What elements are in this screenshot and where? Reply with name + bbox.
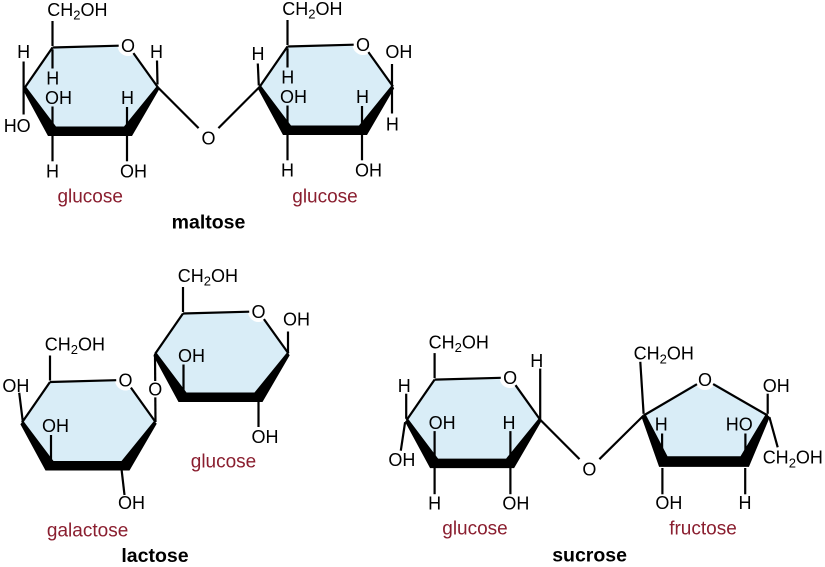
svg-text:CH2OH: CH2OH <box>634 344 694 367</box>
svg-text:O: O <box>582 460 596 480</box>
svg-text:OH: OH <box>388 450 415 470</box>
svg-text:CH2OH: CH2OH <box>178 266 238 289</box>
svg-text:H: H <box>398 376 411 396</box>
svg-text:HO: HO <box>4 116 31 136</box>
svg-text:H: H <box>739 493 752 513</box>
svg-text:OH: OH <box>178 346 205 366</box>
svg-text:OH: OH <box>502 493 529 513</box>
svg-text:CH2OH: CH2OH <box>763 448 823 471</box>
svg-text:OH: OH <box>283 309 310 329</box>
svg-text:OH: OH <box>42 416 69 436</box>
svg-text:H: H <box>46 162 59 182</box>
svg-text:O: O <box>121 36 135 56</box>
svg-text:maltose: maltose <box>172 212 246 234</box>
svg-text:OH: OH <box>2 376 29 396</box>
svg-text:H: H <box>17 42 30 62</box>
svg-text:H: H <box>428 493 441 513</box>
svg-text:CH2OH: CH2OH <box>45 334 105 357</box>
svg-text:glucose: glucose <box>442 519 508 540</box>
svg-text:H: H <box>503 413 516 433</box>
svg-text:OH: OH <box>385 42 412 62</box>
svg-text:H: H <box>530 351 543 371</box>
svg-text:H: H <box>252 44 265 64</box>
svg-text:H: H <box>121 88 134 108</box>
svg-text:HO: HO <box>726 415 753 435</box>
svg-text:galactose: galactose <box>47 521 128 542</box>
svg-text:fructose: fructose <box>669 519 737 540</box>
svg-text:CH2OH: CH2OH <box>47 0 107 23</box>
svg-text:CH2OH: CH2OH <box>282 0 342 22</box>
svg-text:glucose: glucose <box>57 186 123 207</box>
svg-text:OH: OH <box>120 162 147 182</box>
svg-text:OH: OH <box>655 493 682 513</box>
svg-text:CH2OH: CH2OH <box>429 332 489 355</box>
svg-text:O: O <box>118 371 132 391</box>
svg-text:OH: OH <box>429 413 456 433</box>
svg-text:OH: OH <box>45 88 72 108</box>
svg-text:H: H <box>655 415 668 435</box>
svg-text:H: H <box>386 115 399 135</box>
svg-text:H: H <box>281 161 294 181</box>
svg-text:H: H <box>46 69 59 89</box>
svg-text:OH: OH <box>118 493 145 513</box>
svg-text:glucose: glucose <box>292 186 358 207</box>
svg-text:O: O <box>251 302 265 322</box>
svg-text:O: O <box>148 380 162 400</box>
svg-text:sucrose: sucrose <box>552 545 627 567</box>
svg-text:OH: OH <box>355 161 382 181</box>
svg-text:O: O <box>201 129 215 149</box>
svg-text:H: H <box>150 42 163 62</box>
svg-text:OH: OH <box>763 376 790 396</box>
svg-text:O: O <box>698 370 712 390</box>
svg-text:OH: OH <box>252 427 279 447</box>
svg-text:H: H <box>281 68 294 88</box>
svg-text:O: O <box>356 35 370 55</box>
svg-text:glucose: glucose <box>191 451 257 472</box>
svg-text:OH: OH <box>280 87 307 107</box>
svg-text:lactose: lactose <box>121 545 188 567</box>
svg-text:H: H <box>356 87 369 107</box>
svg-text:O: O <box>503 368 517 388</box>
